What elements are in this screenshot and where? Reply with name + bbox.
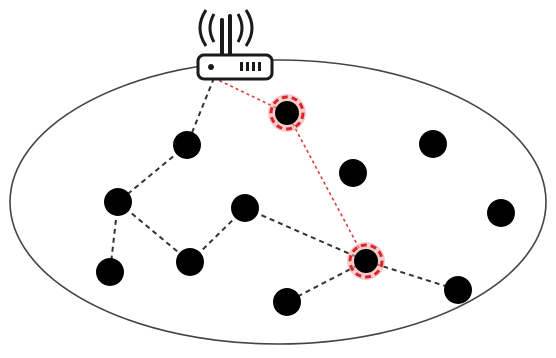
network-link	[365, 260, 459, 291]
nodes-layer	[96, 94, 515, 316]
network-node	[487, 199, 515, 227]
wireless-signal-icon	[198, 9, 254, 47]
network-boundary	[9, 59, 547, 345]
network-link	[186, 77, 215, 146]
wifi-router-icon	[196, 9, 274, 81]
router-body	[196, 53, 274, 81]
network-node	[96, 258, 124, 286]
network-link	[244, 207, 367, 262]
network-link	[286, 260, 367, 303]
network-node	[176, 248, 204, 276]
network-link	[117, 201, 191, 263]
network-node	[173, 131, 201, 159]
network-node	[419, 130, 447, 158]
network-link	[117, 144, 188, 203]
compromised-node	[347, 242, 385, 280]
network-node	[104, 188, 132, 216]
network-node	[339, 159, 367, 187]
compromised-node	[268, 94, 306, 132]
network-node	[273, 288, 301, 316]
network-node	[231, 194, 259, 222]
network-node	[444, 276, 472, 304]
compromised-link	[286, 112, 367, 262]
